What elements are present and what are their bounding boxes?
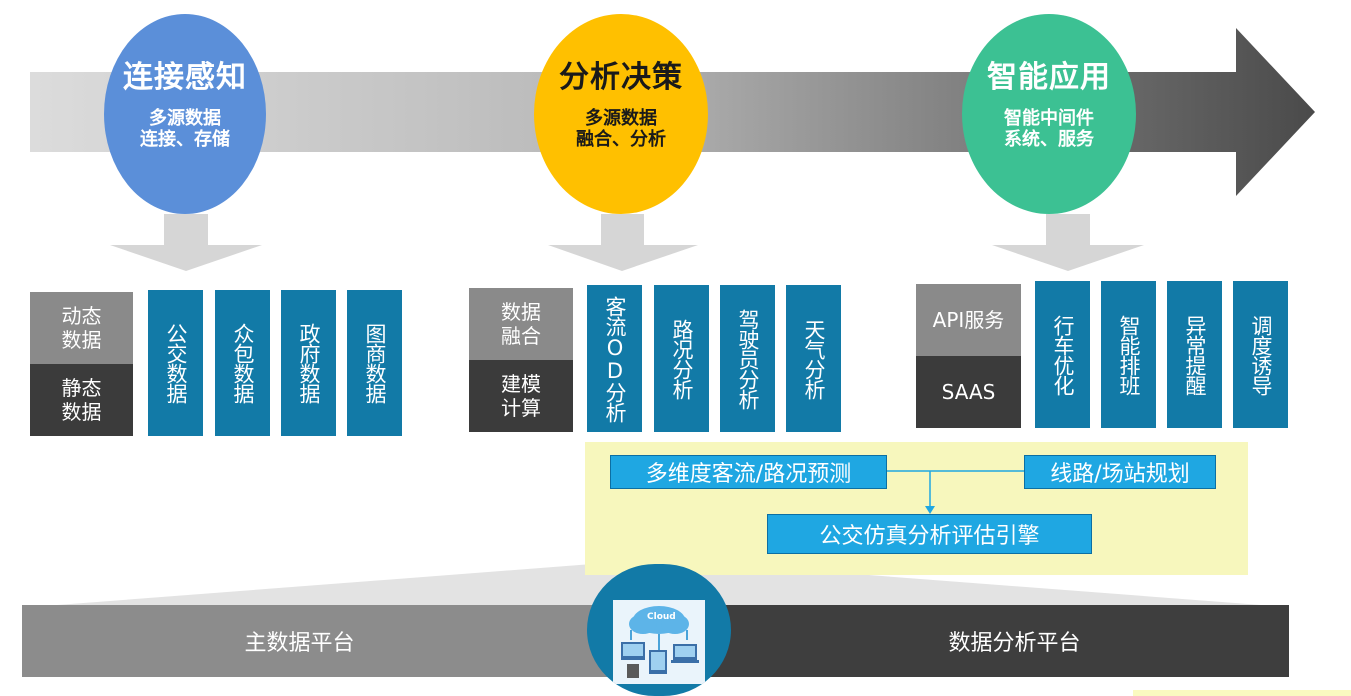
stage-title: 分析决策 [559, 60, 683, 95]
tile-od-analysis: 客流OD分析 [587, 285, 642, 432]
box-label: 数据 融合 [501, 300, 541, 348]
data-fusion-box: 数据 融合 [469, 288, 573, 360]
stage-circle-analyze: 分析决策 多源数据 融合、分析 [534, 14, 708, 214]
box-label: 动态 数据 [61, 304, 102, 352]
tile-driver-analysis: 驾驶员分析 [720, 285, 775, 432]
stage-title: 连接感知 [123, 60, 247, 95]
stage-title: 智能应用 [987, 60, 1111, 95]
stage-circle-apply: 智能应用 智能中间件 系统、服务 [962, 14, 1136, 214]
tile-anomaly-alert: 异常提醒 [1167, 281, 1222, 428]
down-arrow-2 [548, 214, 698, 271]
tile-drive-optimize: 行车优化 [1035, 281, 1090, 428]
process-connectors [885, 470, 1025, 514]
platform-label: 主数据平台 [244, 631, 355, 656]
stage-subtitle: 智能中间件 系统、服务 [1004, 108, 1094, 150]
tile-gov-data: 政府数据 [281, 290, 336, 436]
box-label: 静态 数据 [61, 376, 102, 424]
api-service-box: API服务 [916, 284, 1021, 356]
tile-map-data: 图商数据 [347, 290, 402, 436]
planning-box: 线路/场站规划 [1024, 455, 1216, 489]
data-analysis-platform: 数据分析平台 [680, 605, 1289, 677]
forecast-box: 多维度客流/路况预测 [610, 455, 887, 489]
box-label: SAAS [941, 380, 996, 404]
saas-box: SAAS [916, 356, 1021, 428]
platform-label: 数据分析平台 [948, 631, 1081, 656]
cloud-label: Cloud [647, 612, 676, 622]
down-arrow-3 [992, 214, 1144, 271]
cloud-devices-icon [613, 600, 705, 684]
box-label: 建模 计算 [501, 372, 541, 420]
static-data-box: 静态 数据 [30, 364, 133, 436]
master-data-platform: 主数据平台 [22, 605, 637, 677]
tile-smart-schedule: 智能排班 [1101, 281, 1156, 428]
tile-dispatch-guide: 调度诱导 [1233, 281, 1288, 428]
simulation-engine-box: 公交仿真分析评估引擎 [767, 514, 1092, 554]
stage-subtitle: 多源数据 连接、存储 [140, 108, 230, 150]
tile-crowd-data: 众包数据 [215, 290, 270, 436]
cloud-badge: Cloud [587, 564, 731, 696]
stage-subtitle: 多源数据 融合、分析 [576, 108, 666, 150]
tile-bus-data: 公交数据 [148, 290, 203, 436]
box-label: API服务 [932, 308, 1005, 332]
tile-traffic-analysis: 路况分析 [654, 285, 709, 432]
corner-highlight [1133, 690, 1351, 696]
dynamic-data-box: 动态 数据 [30, 292, 133, 364]
tile-weather-analysis: 天气分析 [786, 285, 841, 432]
modeling-box: 建模 计算 [469, 360, 573, 432]
stage-circle-connect: 连接感知 多源数据 连接、存储 [104, 14, 266, 214]
down-arrow-1 [110, 214, 262, 271]
